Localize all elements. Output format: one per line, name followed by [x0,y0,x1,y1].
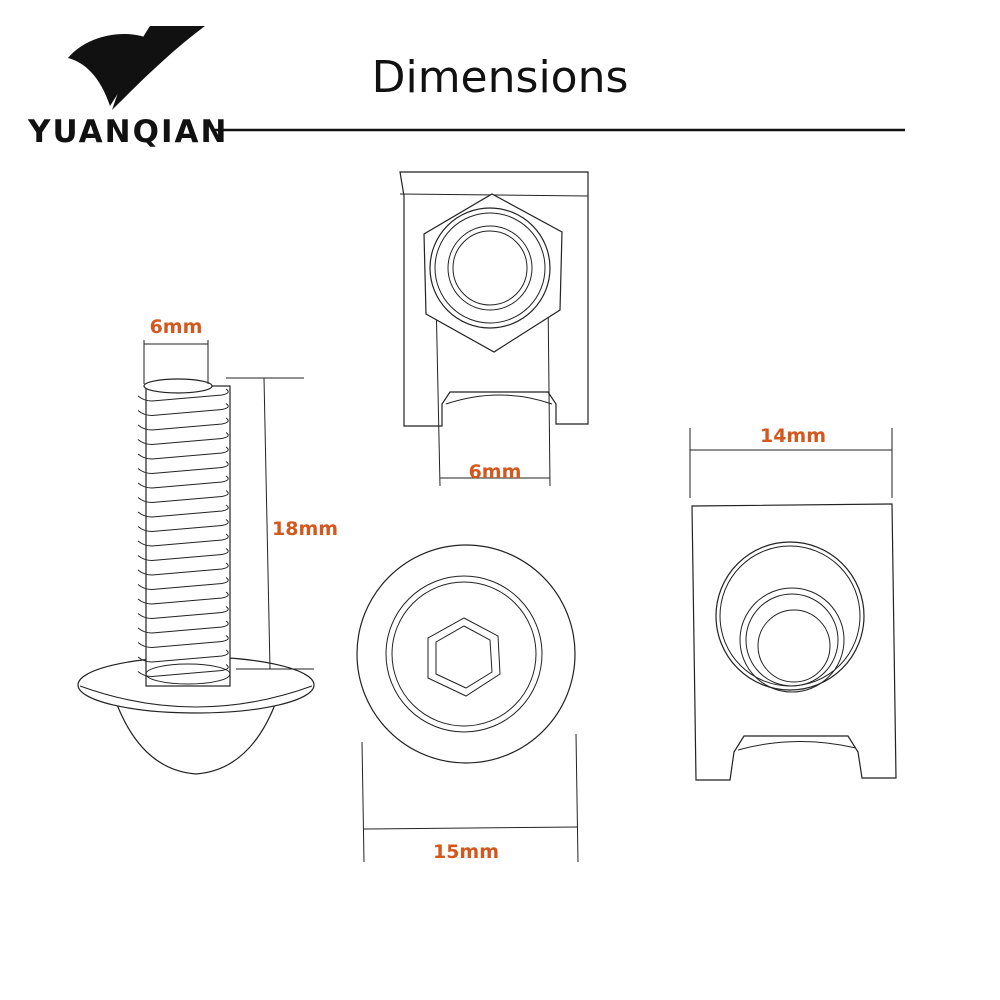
thread-line [137,548,229,562]
thread-line [137,446,229,460]
bolt-head-ring-1 [385,575,543,733]
thread-line [137,388,229,402]
thread-line [137,533,229,547]
bolt-head-top-view: 15mm [356,544,579,863]
clip-top-slot-right [547,295,551,487]
clip-top-ring-2 [434,212,546,324]
bolt-length-label: 18mm [272,518,338,540]
bolt-side-view: 6mm 18mm [77,316,338,775]
brand-logo: YUANQIAN [27,26,228,150]
clip-width-label: 14mm [760,425,826,447]
thread-line [137,635,229,649]
thread-line [137,620,229,634]
clip-nut-top-view: 6mm [399,171,589,487]
thread-line [137,664,229,678]
thread-line [137,403,229,417]
thread-line [137,606,229,620]
page-title: Dimensions [372,52,629,103]
thread-line [137,649,229,663]
clip-front-hole [757,609,831,683]
bolt-head-hex-socket-inner [435,625,493,689]
thread-line [137,591,229,605]
bolt-head-hex-socket [427,617,501,697]
logo-mark-right [112,26,205,110]
clip-front-ring-3 [739,587,845,693]
head-dia-ext-right [575,733,579,863]
thread-line [137,577,229,591]
bolt-flange-edge [79,685,313,708]
thread-line [137,475,229,489]
clip-top-ring-3 [447,225,533,311]
head-dia-ext-left [361,741,365,863]
clip-front-tab [737,740,857,751]
clip-top-tab [445,394,553,405]
bolt-dome [115,701,277,775]
clip-top-hole [452,230,528,306]
thread-line [137,504,229,518]
brand-name: YUANQIAN [27,114,228,150]
bolt-threads [137,388,229,678]
logo-mark-left [68,34,152,106]
bolt-shank [145,385,231,687]
thread-line [137,461,229,475]
head-dia-line [363,826,579,830]
clip-front-ring-outer [715,541,865,691]
bolt-head-rim [356,544,576,764]
clip-top-width-label: 6mm [469,461,522,483]
bolt-shank-base [145,663,231,685]
thread-line [137,562,229,576]
bolt-len-line [263,377,271,670]
thread-line [137,490,229,504]
thread-line [137,417,229,431]
head-diameter-label: 15mm [433,841,499,863]
thread-line [137,519,229,533]
clip-top-slot-left [435,295,441,487]
clip-front-ring-4 [745,593,839,687]
clip-nut-front-view: 14mm [689,425,897,781]
thread-line [137,432,229,446]
bolt-diameter-label: 6mm [150,316,203,338]
bolt-tip [143,378,213,394]
bolt-head-ring-2 [391,581,537,727]
